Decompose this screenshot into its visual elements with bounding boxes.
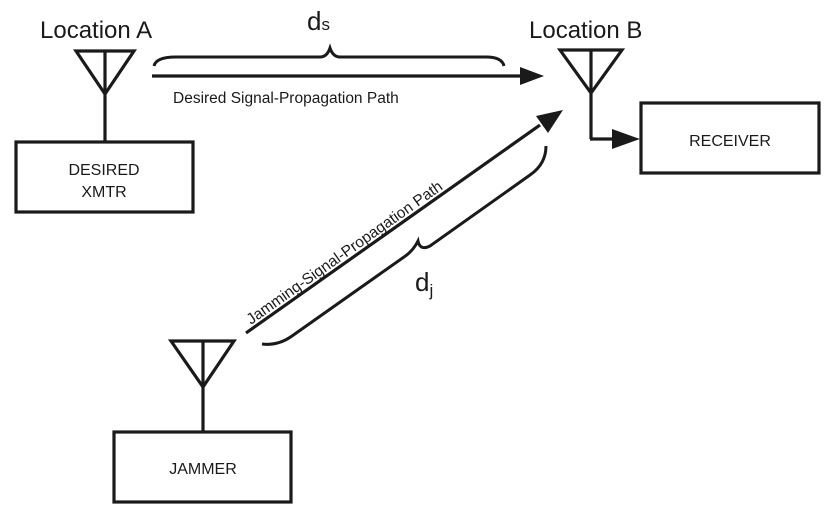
jamming-distance-label: dj bbox=[415, 267, 433, 300]
desired-distance-brace bbox=[152, 43, 506, 67]
desired-signal-path-arrow bbox=[152, 67, 544, 85]
receiver-label: RECEIVER bbox=[689, 133, 771, 150]
jamming-signal-path-label: Jamming-Signal-Propagation Path bbox=[243, 178, 445, 328]
jammer-label: JAMMER bbox=[169, 461, 237, 478]
jamming-signal-path-arrow bbox=[245, 110, 563, 335]
jamming-distance-brace bbox=[261, 145, 548, 346]
jammer-antenna-icon bbox=[167, 339, 238, 432]
desired-signal-path-label: Desired Signal-Propagation Path bbox=[173, 90, 399, 107]
desired-xmtr-box: DESIRED XMTR bbox=[14, 140, 195, 214]
jammer-box: JAMMER bbox=[112, 430, 293, 504]
location-a-antenna-icon bbox=[72, 49, 138, 142]
location-b-label: Location B bbox=[529, 17, 642, 44]
desired-distance-label: ds bbox=[307, 6, 330, 36]
desired-xmtr-label-line2: XMTR bbox=[81, 184, 126, 201]
location-a-label: Location A bbox=[40, 17, 152, 44]
desired-xmtr-label-line1: DESIRED bbox=[68, 162, 139, 179]
location-b-antenna-icon bbox=[556, 48, 640, 149]
receiver-box: RECEIVER bbox=[639, 101, 821, 175]
